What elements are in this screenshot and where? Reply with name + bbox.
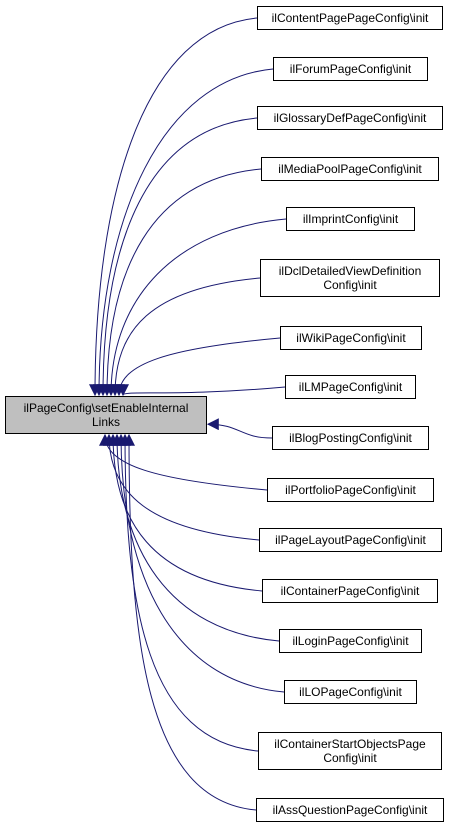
- caller-node-container-page-config[interactable]: ilContainerPageConfig\init: [262, 579, 438, 603]
- caller-label: ilForumPageConfig\init: [289, 62, 412, 76]
- caller-label: ilMediaPoolPageConfig\init: [278, 162, 422, 176]
- caller-label: ilBlogPostingConfig\init: [289, 431, 412, 445]
- caller-label-line-1: ilDclDetailedViewDefinition: [278, 264, 422, 278]
- caller-label: ilGlossaryDefPageConfig\init: [273, 111, 427, 125]
- call-edge: [107, 433, 263, 592]
- caller-node-lm-page-config[interactable]: ilLMPageConfig\init: [285, 375, 416, 399]
- caller-node-forum-page-config[interactable]: ilForumPageConfig\init: [273, 57, 428, 81]
- call-edge: [105, 218, 287, 397]
- call-edge: [123, 433, 257, 811]
- caller-node-page-layout-page-config[interactable]: ilPageLayoutPageConfig\init: [259, 528, 442, 552]
- caller-label-line-2: Config\init: [323, 278, 377, 292]
- caller-node-dcl-detailed-view-definition-config[interactable]: ilDclDetailedViewDefinition Config\init: [260, 259, 440, 297]
- call-edge: [111, 433, 280, 642]
- call-edge: [101, 168, 262, 397]
- call-edge: [89, 17, 258, 397]
- call-edge: [109, 277, 261, 397]
- caller-node-wiki-page-config[interactable]: ilWikiPageConfig\init: [280, 326, 422, 350]
- caller-node-glossary-def-page-config[interactable]: ilGlossaryDefPageConfig\init: [257, 106, 443, 130]
- caller-node-login-page-config[interactable]: ilLoginPageConfig\init: [279, 629, 422, 653]
- caller-node-content-page-config[interactable]: ilContentPagePageConfig\init: [257, 6, 443, 30]
- caller-label: ilContainerPageConfig\init: [280, 584, 420, 598]
- root-function-label-line-1: ilPageConfig\setEnableInternal: [23, 401, 189, 415]
- caller-label-line-2: Config\init: [323, 751, 377, 765]
- caller-label: ilLOPageConfig\init: [299, 685, 402, 699]
- root-function-node: ilPageConfig\setEnableInternal Links: [5, 396, 207, 434]
- caller-label: ilContentPagePageConfig\init: [271, 11, 429, 25]
- caller-node-imprint-config[interactable]: ilImprintConfig\init: [286, 207, 415, 231]
- caller-node-portfolio-page-config[interactable]: ilPortfolioPageConfig\init: [267, 478, 434, 502]
- caller-label: ilAssQuestionPageConfig\init: [272, 803, 428, 817]
- call-edge: [113, 337, 281, 397]
- call-edge: [119, 433, 259, 752]
- call-edge: [103, 433, 260, 541]
- call-edge: [93, 68, 274, 397]
- caller-label: ilImprintConfig\init: [302, 212, 399, 226]
- caller-node-media-pool-page-config[interactable]: ilMediaPoolPageConfig\init: [261, 157, 439, 181]
- caller-node-ass-question-page-config[interactable]: ilAssQuestionPageConfig\init: [256, 798, 444, 822]
- caller-node-container-start-objects-page-config[interactable]: ilContainerStartObjectsPage Config\init: [258, 732, 442, 770]
- caller-label-line-1: ilContainerStartObjectsPage: [274, 737, 426, 751]
- caller-label: ilPortfolioPageConfig\init: [285, 483, 416, 497]
- caller-node-blog-posting-config[interactable]: ilBlogPostingConfig\init: [272, 426, 429, 450]
- call-edge: [117, 384, 286, 397]
- caller-label: ilPageLayoutPageConfig\init: [275, 533, 426, 547]
- caller-node-lo-page-config[interactable]: ilLOPageConfig\init: [284, 680, 417, 704]
- call-edge: [97, 117, 258, 397]
- call-edge: [115, 433, 285, 693]
- caller-label: ilLMPageConfig\init: [298, 380, 403, 394]
- call-edge: [206, 418, 273, 439]
- root-function-label-line-2: Links: [91, 415, 120, 429]
- caller-label: ilWikiPageConfig\init: [296, 331, 406, 345]
- caller-label: ilLoginPageConfig\init: [292, 634, 409, 648]
